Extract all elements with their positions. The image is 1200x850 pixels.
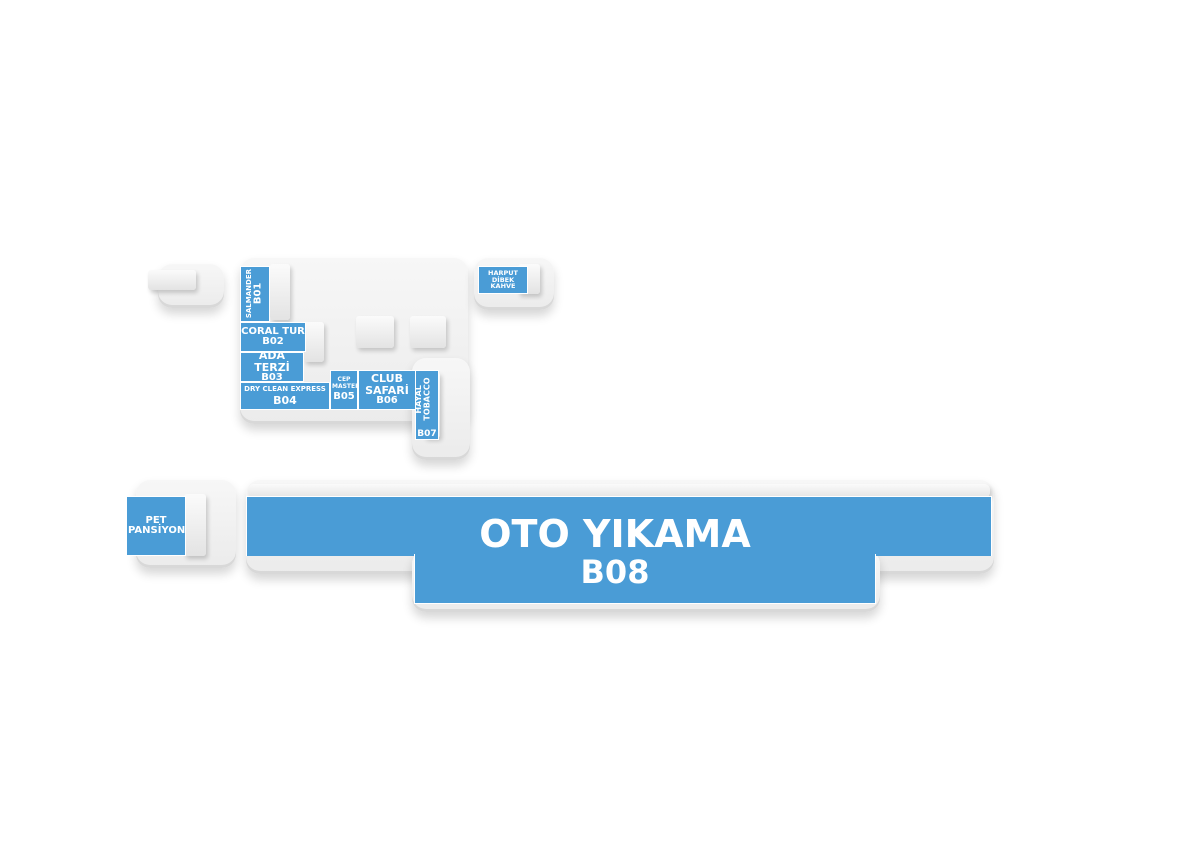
store-code: B07 <box>417 428 437 439</box>
store-b08-lower[interactable] <box>414 554 876 604</box>
store-name: HARPUT DİBEK KAHVE <box>488 268 518 291</box>
store-harput[interactable]: HARPUT DİBEK KAHVE <box>478 266 528 294</box>
store-name: PET PANSİYON <box>128 514 186 536</box>
store-b02[interactable]: CORAL TUR B02 <box>240 322 306 352</box>
grey-block-left <box>148 270 196 290</box>
grey-block-behind-b02 <box>304 322 324 362</box>
store-code: B02 <box>262 336 284 347</box>
store-code: B06 <box>376 395 398 407</box>
store-b06[interactable]: CLUB SAFARİ B06 <box>358 370 416 410</box>
grey-block-behind-pet <box>184 494 206 556</box>
store-name: ADA TERZİ <box>254 349 290 374</box>
grey-rail-top <box>248 484 990 498</box>
store-name: CLUB SAFARİ <box>365 372 409 397</box>
store-code: B08 <box>580 552 650 591</box>
store-b03[interactable]: ADA TERZİ B03 <box>240 349 304 384</box>
store-code: B01 <box>252 283 264 305</box>
store-pet[interactable]: PET PANSİYON <box>126 496 186 556</box>
store-b05[interactable]: CEP MASTER B05 <box>330 370 360 410</box>
store-name: CORAL TUR <box>241 325 305 337</box>
store-b08-upper[interactable] <box>246 496 992 556</box>
store-code: B04 <box>273 393 297 407</box>
store-name: HAYAL TOBACCO <box>414 377 432 421</box>
grey-block-1 <box>356 316 394 348</box>
store-code: B05 <box>333 391 355 403</box>
grey-block-2 <box>410 316 446 348</box>
store-name: DRY CLEAN EXPRESS <box>244 384 326 393</box>
store-b07[interactable]: HAYAL TOBACCO B07 <box>414 370 439 440</box>
store-b01[interactable]: SALMANDER B01 <box>240 266 270 322</box>
store-name: CEP MASTER <box>332 376 360 390</box>
store-b04[interactable]: DRY CLEAN EXPRESS B04 <box>240 382 330 410</box>
grey-block-behind-b01 <box>270 264 290 320</box>
store-code: B03 <box>261 372 283 384</box>
store-b08-label: OTO YIKAMA B08 <box>414 512 816 600</box>
store-name: OTO YIKAMA <box>479 512 751 556</box>
